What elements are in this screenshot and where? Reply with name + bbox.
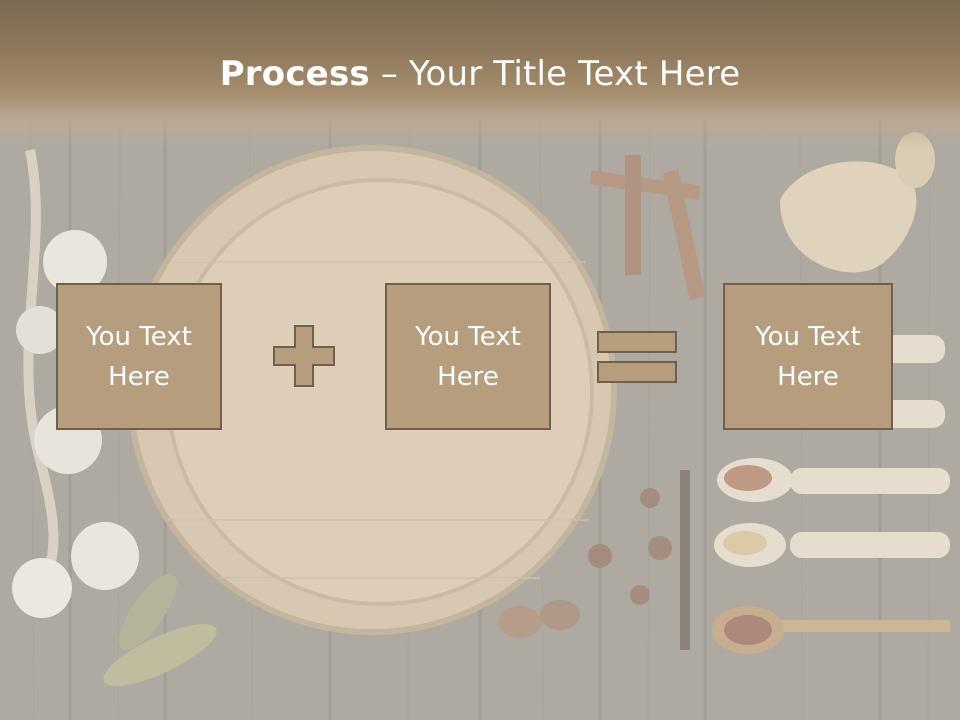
slide-title[interactable]: Process – Your Title Text Here — [0, 52, 960, 96]
plus-icon — [273, 325, 335, 387]
title-band — [0, 0, 960, 150]
process-box-3[interactable]: You Text Here — [723, 283, 893, 430]
equals-icon — [597, 331, 677, 385]
process-box-1[interactable]: You Text Here — [56, 283, 222, 430]
title-rest: – Your Title Text Here — [369, 54, 741, 94]
title-bold: Process — [219, 54, 370, 94]
process-box-2[interactable]: You Text Here — [385, 283, 551, 430]
